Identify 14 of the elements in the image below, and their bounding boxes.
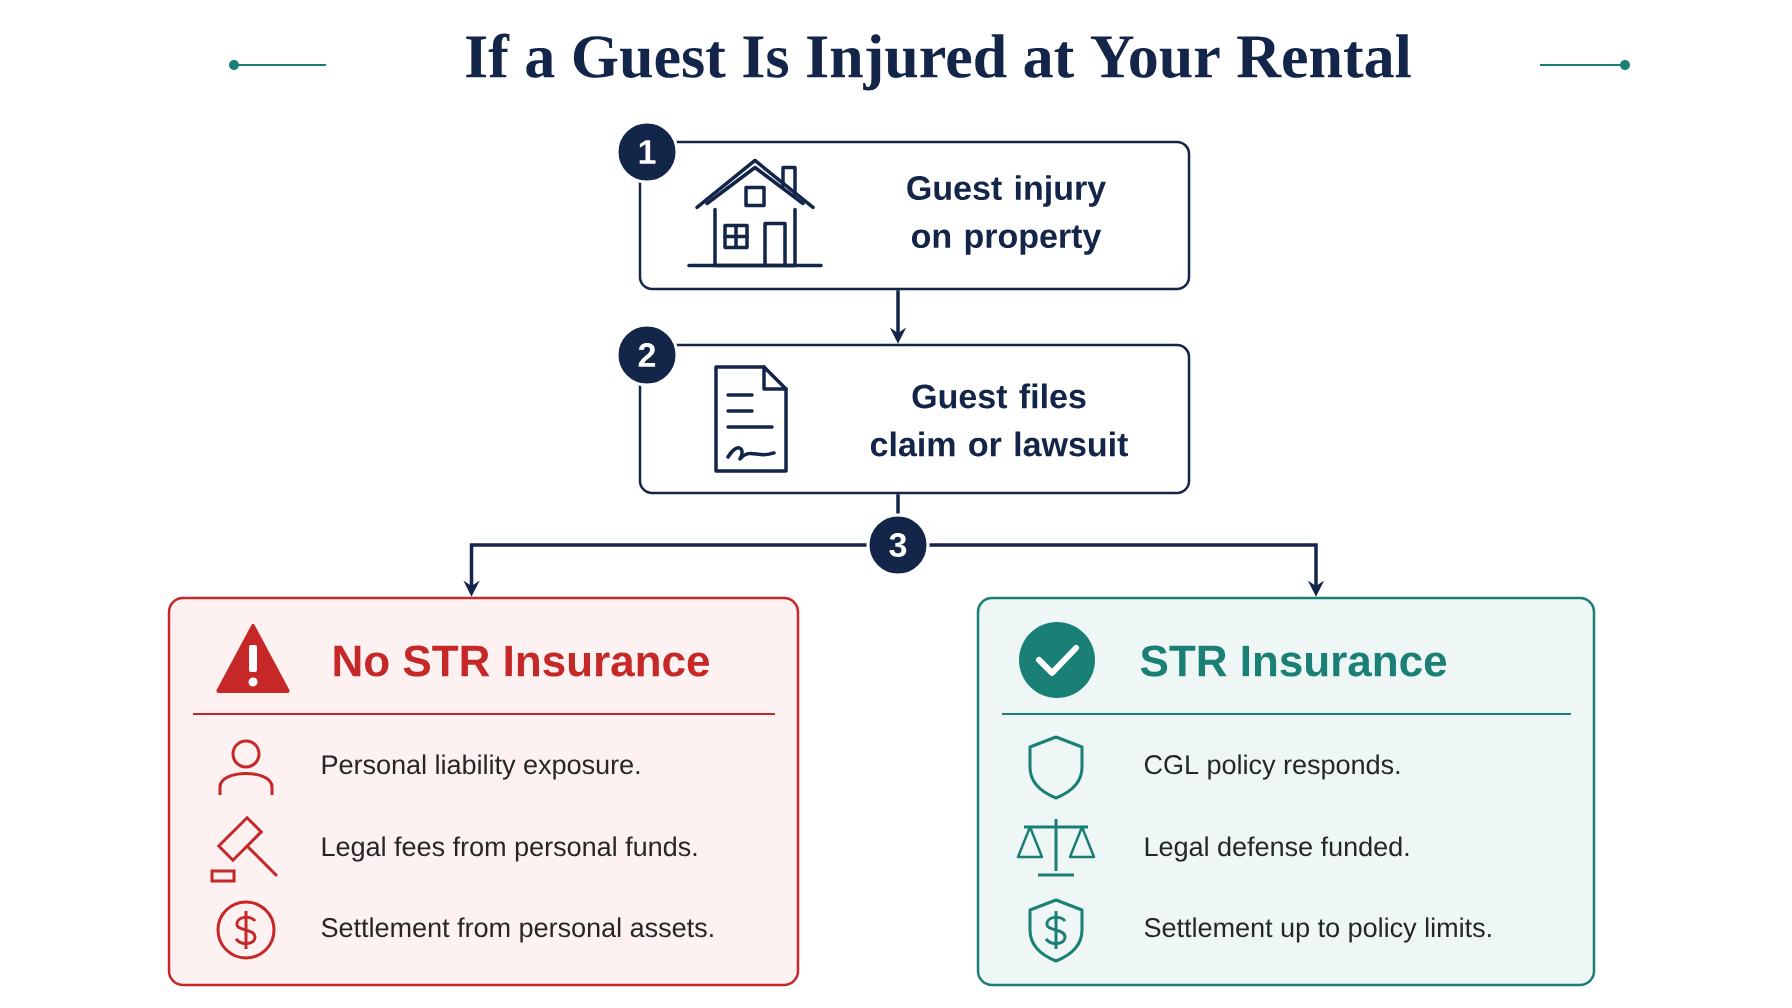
list-item-text: Legal defense funded. [1145,836,1409,862]
list-item-text: Settlement up to policy limits. [1144,917,1491,943]
list-item-text: Legal fees from personal funds. [322,836,697,862]
title: If a Guest Is Injured at Your Rental [466,33,1411,91]
step-number-badge: 2 [615,323,679,387]
list-item-text: Personal liability exposure. [322,754,640,780]
step-number-badge: 3 [866,513,930,577]
panel-heading: No STR Insurance [334,645,709,677]
list-item-text: Settlement from personal assets. [321,917,713,943]
list-item-text: CGL policy responds. [1144,754,1400,780]
step-number-badge: 1 [615,120,679,184]
step-text: Guest files claim or lawsuit [870,383,1128,457]
panel-heading: STR Insurance [1140,645,1447,677]
step-text: Guest injury on property [907,175,1106,255]
